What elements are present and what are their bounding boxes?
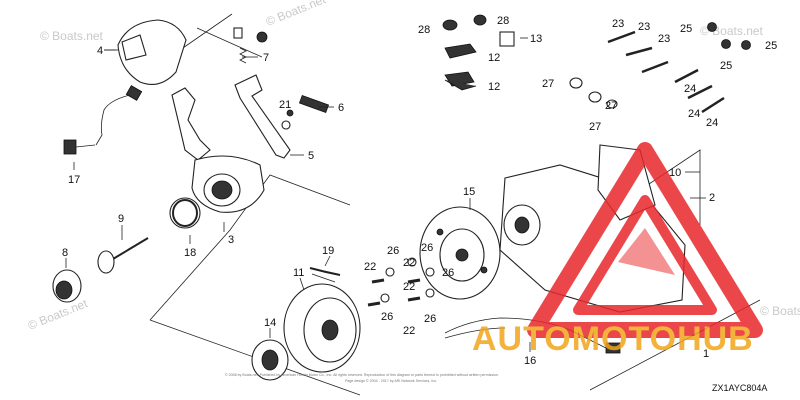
logo-text: AUTOMOTOHUB bbox=[472, 320, 754, 358]
throttle-cam-part bbox=[169, 155, 265, 229]
part-label: 13 bbox=[530, 33, 542, 45]
part-label: 4 bbox=[97, 45, 103, 57]
part-label: 22 bbox=[403, 257, 415, 269]
ratchet-part bbox=[251, 339, 289, 381]
part-label: 26 bbox=[442, 267, 454, 279]
part-label: 26 bbox=[387, 245, 399, 257]
part-label: 21 bbox=[279, 99, 291, 111]
part-label: 17 bbox=[68, 174, 80, 186]
watermark: © Boats.net bbox=[40, 29, 104, 43]
part-label: 8 bbox=[62, 247, 68, 259]
part-label: 23 bbox=[612, 18, 624, 30]
diagram-code: ZX1AYC804A bbox=[712, 383, 767, 393]
part-label: 12 bbox=[488, 81, 500, 93]
part-label: 15 bbox=[463, 186, 475, 198]
throttle-grip-part bbox=[104, 19, 187, 85]
part-label: 2 bbox=[709, 192, 715, 204]
part-label: 1 bbox=[703, 348, 709, 360]
part-label: 24 bbox=[688, 108, 700, 120]
part-label: 27 bbox=[589, 121, 601, 133]
watermark: © Boats.net bbox=[264, 0, 328, 29]
part-label: 22 bbox=[403, 281, 415, 293]
part-number-labels: 1 2 3 4 5 6 7 8 9 10 11 12 12 12 13 14 1… bbox=[62, 15, 777, 367]
part-label: 28 bbox=[418, 24, 430, 36]
screw-spring-part bbox=[233, 27, 268, 64]
spring-ring-parts bbox=[172, 199, 341, 276]
part-label: 26 bbox=[421, 242, 433, 254]
automotohub-logo: AUTOMOTOHUB bbox=[472, 142, 763, 358]
part-label: 12 bbox=[488, 52, 500, 64]
part-label: 27 bbox=[542, 78, 554, 90]
watermark: © Boats.net bbox=[26, 296, 90, 333]
starter-reel-part bbox=[283, 273, 361, 373]
part-label: 27 bbox=[605, 100, 617, 112]
part-label: 24 bbox=[684, 83, 696, 95]
part-label: 3 bbox=[228, 234, 234, 246]
part-label: 10 bbox=[669, 167, 681, 179]
part-label: 14 bbox=[264, 317, 276, 329]
part-label: 5 bbox=[308, 150, 314, 162]
part-label: 26 bbox=[424, 313, 436, 325]
part-label: 19 bbox=[322, 245, 334, 257]
part-label: 7 bbox=[263, 52, 269, 64]
part-label: 18 bbox=[184, 247, 196, 259]
part-label: 11 bbox=[293, 267, 304, 279]
fasteners-top-right bbox=[442, 14, 751, 114]
part-label: 25 bbox=[680, 23, 692, 35]
part-label: 24 bbox=[706, 117, 718, 129]
part-label: 26 bbox=[381, 311, 393, 323]
leader-lines bbox=[65, 37, 706, 352]
part-label: 22 bbox=[403, 325, 415, 337]
part-label: 16 bbox=[524, 355, 536, 367]
footer: © 2008 by Boats.net. Published by Americ… bbox=[225, 373, 767, 393]
small-parts-6-21 bbox=[281, 94, 330, 130]
watermark: © Boats.net bbox=[760, 304, 800, 318]
part-label: 23 bbox=[638, 21, 650, 33]
part-label: 28 bbox=[497, 15, 509, 27]
part-label: 25 bbox=[765, 40, 777, 52]
throttle-link-part bbox=[171, 74, 291, 161]
shaft-knob-part bbox=[52, 237, 149, 303]
flywheel-plate-part bbox=[419, 206, 501, 300]
part-label: 22 bbox=[364, 261, 376, 273]
part-label: 9 bbox=[118, 213, 124, 225]
part-label: 23 bbox=[658, 33, 670, 45]
bolts-center bbox=[367, 257, 435, 307]
part-label: 25 bbox=[720, 60, 732, 72]
part-label: 6 bbox=[338, 102, 344, 114]
copyright-text: © 2008 by Boats.net. Published by Americ… bbox=[225, 373, 499, 377]
switch-harness-part bbox=[63, 85, 143, 155]
copyright-text-2: Page design © 2004 - 2017 by ARI Network… bbox=[345, 379, 437, 383]
